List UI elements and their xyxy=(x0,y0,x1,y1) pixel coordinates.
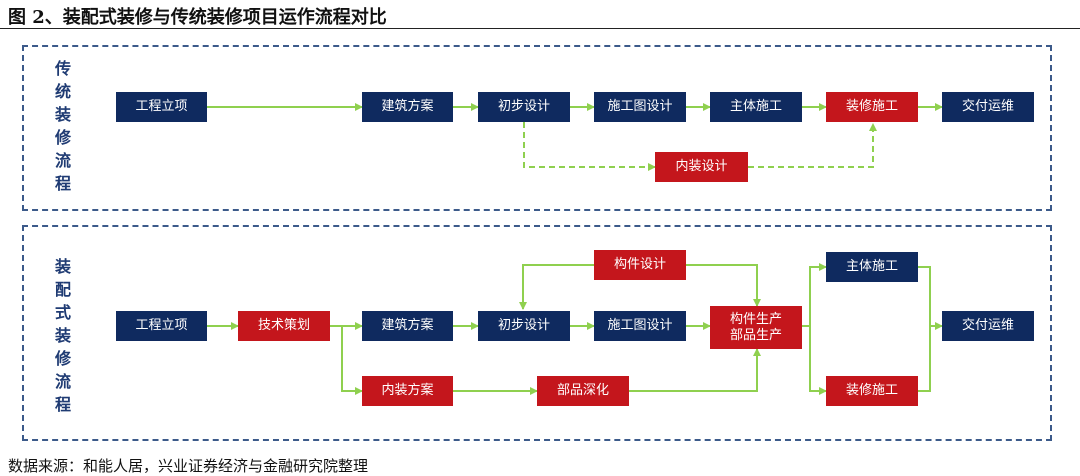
arrow-p-parts-production xyxy=(629,348,761,392)
source-note: 数据来源：和能人居，兴业证券经济与金融研究院整理 xyxy=(8,457,369,475)
arrow-p-main-delivery xyxy=(918,266,943,330)
t-construct-design-box: 施工图设计 xyxy=(594,92,686,122)
p-interior-plan-box: 内装方案 xyxy=(362,376,453,406)
arrow-p-compdesign-production xyxy=(686,264,761,307)
arrow-t-interior-decor xyxy=(748,123,877,168)
arrow-p-decor-delivery xyxy=(918,326,931,392)
arrow-p-production-decor xyxy=(809,326,827,395)
t-project-box: 工程立项 xyxy=(116,92,207,122)
t-decor-build-box: 装修施工 xyxy=(826,92,918,122)
p-tech-plan-box: 技术策划 xyxy=(238,311,330,341)
arrow-p-tech-interior xyxy=(341,326,363,395)
t-arch-box: 建筑方案 xyxy=(362,92,453,122)
p-component-design-box: 构件设计 xyxy=(594,250,686,280)
t-prelim-box: 初步设计 xyxy=(478,92,570,122)
arrow-t-prelim-interior xyxy=(523,122,656,171)
p-production-box: 构件生产 部品生产 xyxy=(710,306,802,349)
p-project-box: 工程立项 xyxy=(116,311,207,341)
p-main-build-box: 主体施工 xyxy=(826,252,918,282)
t-main-build-box: 主体施工 xyxy=(710,92,802,122)
t-interior-design-box: 内装设计 xyxy=(655,152,748,182)
traditional-label: 传 统 装 修 流 程 xyxy=(54,59,71,193)
p-parts-detail-box: 部品深化 xyxy=(537,376,629,406)
title-rule xyxy=(0,28,1080,29)
arrow-p-production-main xyxy=(802,263,827,327)
p-decor-build-box: 装修施工 xyxy=(826,376,918,406)
p-construct-design-box: 施工图设计 xyxy=(594,311,686,341)
t-delivery-box: 交付运维 xyxy=(942,92,1034,122)
p-arch-box: 建筑方案 xyxy=(362,311,453,341)
figure-title: 图 2、装配式装修与传统装修项目运作流程对比 xyxy=(8,7,387,28)
traditional-panel xyxy=(22,45,1052,211)
prefab-panel xyxy=(22,225,1052,441)
arrow-p-compdesign-prelim xyxy=(519,264,594,310)
prefab-label: 装 配 式 装 修 流 程 xyxy=(54,257,71,414)
p-delivery-box: 交付运维 xyxy=(942,311,1034,341)
p-prelim-box: 初步设计 xyxy=(478,311,570,341)
